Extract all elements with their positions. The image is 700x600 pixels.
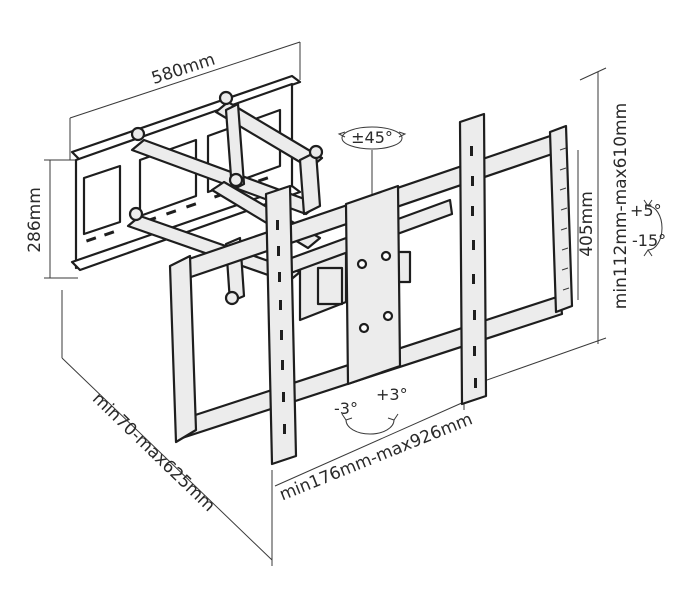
arm-pivot-right	[298, 150, 322, 216]
wall-plate-window-1	[82, 164, 122, 236]
swivel-label: ±45°	[351, 128, 393, 147]
upper-arm-right	[214, 100, 324, 170]
swivel-bracket	[316, 266, 344, 306]
dimension-lines	[44, 41, 607, 566]
bolt-icon	[130, 126, 146, 142]
extension-dimension-line	[61, 357, 273, 561]
level-arrowhead-right	[387, 413, 399, 421]
swivel-arrowhead-right	[398, 131, 407, 138]
level-plus-label: +3°	[376, 385, 408, 404]
vertical-ext-bottom	[469, 337, 607, 387]
center-hole	[380, 250, 392, 262]
center-hole	[356, 258, 368, 270]
right-end-cap-teeth	[559, 147, 570, 291]
width-580-label: 580mm	[149, 50, 218, 89]
left-vertical-arm	[264, 184, 298, 466]
right-vertical-arm	[458, 112, 488, 406]
level-minus-label: -3°	[334, 399, 358, 418]
rotation-indicators	[337, 126, 663, 435]
wall-plate	[70, 74, 302, 272]
left-arm-slots	[276, 220, 286, 434]
tilt-arrowhead-bottom	[643, 249, 653, 257]
center-hole	[358, 322, 370, 334]
vesa-range-label: min112mm-max610mm	[611, 103, 631, 309]
level-arrowhead-left	[341, 413, 353, 421]
left-end-cap	[168, 254, 198, 444]
right-arm-slots	[470, 146, 477, 388]
tilt-arrow-icon	[647, 205, 663, 251]
extension-label: min70-max625mm	[88, 389, 219, 516]
tv-bracket	[168, 112, 574, 466]
bolt-icon	[308, 144, 324, 160]
bolt-icon	[228, 172, 244, 188]
swivel-arrowhead-left	[337, 131, 346, 138]
tilt-arrowhead-top	[643, 199, 653, 207]
tilt-down-label: -15°	[632, 231, 666, 250]
right-end-cap	[548, 124, 574, 314]
arm-pivot-upper	[224, 102, 246, 192]
horizontal-range-line	[274, 401, 465, 487]
center-hole	[382, 310, 394, 322]
height-286-label: 286mm	[25, 187, 45, 253]
tilt-up-label: +5°	[630, 201, 662, 220]
horizontal-range-label: min176mm-max926mm	[277, 409, 476, 505]
vesa-405-label: 405mm	[577, 191, 597, 257]
level-arrow-icon	[345, 419, 395, 435]
vertical-ext-top	[579, 67, 607, 81]
swivel-arrow-icon	[341, 126, 403, 150]
center-plate	[344, 184, 402, 386]
bolt-icon	[218, 90, 234, 106]
wall-plate-top-flange	[70, 74, 302, 162]
bolt-icon	[128, 206, 144, 222]
width-dimension-line	[69, 41, 301, 119]
bolt-icon	[224, 290, 240, 306]
